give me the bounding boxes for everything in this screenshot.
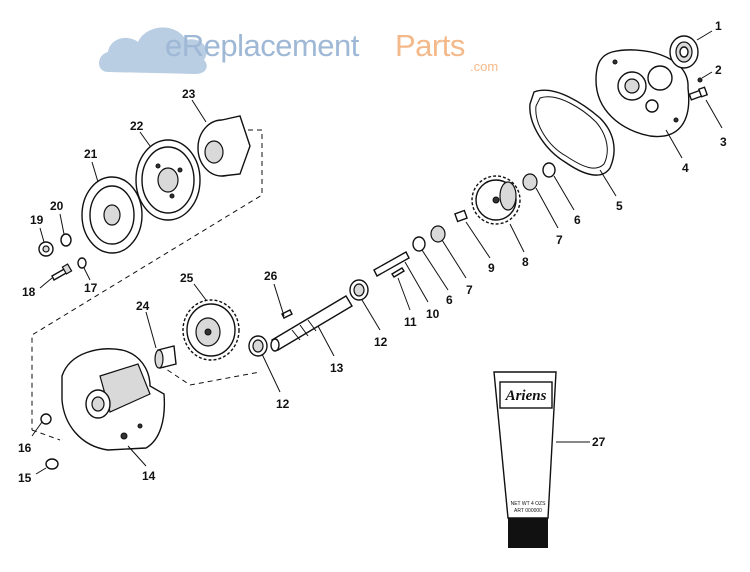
- callout-10: 10: [426, 307, 440, 321]
- callout-5: 5: [616, 199, 623, 213]
- callout-12-lower: 12: [276, 397, 290, 411]
- callout-15: 15: [18, 471, 32, 485]
- part-24-bushing: [154, 345, 177, 369]
- callout-23: 23: [182, 87, 196, 101]
- part-18-bolt: [51, 263, 73, 281]
- part-7-bushing-lower: [430, 225, 446, 243]
- watermark-brand-1: eReplacement: [165, 28, 360, 63]
- part-4-cover: [595, 49, 690, 138]
- callout-7-upper: 7: [556, 233, 563, 247]
- part-3-fitting: [688, 86, 709, 101]
- part-19-nut: [38, 241, 54, 257]
- part-22-pulley: [135, 139, 201, 221]
- part-10-pin: [373, 251, 410, 277]
- part-16-seal: [40, 413, 52, 425]
- callout-13: 13: [330, 361, 344, 375]
- callout-17: 17: [84, 281, 98, 295]
- watermark-suffix: .com: [470, 59, 498, 74]
- callout-16: 16: [18, 441, 32, 455]
- callout-4: 4: [682, 161, 689, 175]
- callout-25: 25: [180, 271, 194, 285]
- part-14-gear-case: [61, 348, 166, 451]
- callout-numbers: 1 2 3 4 5 6 7 8 9 6 7 10 11 12 13 12 14 …: [18, 19, 727, 485]
- callout-3: 3: [720, 135, 727, 149]
- leader-lines: [31, 30, 723, 475]
- callout-6-lower: 6: [446, 293, 453, 307]
- part-12-bearing-lower: [248, 335, 268, 357]
- part-11-key: [391, 267, 405, 278]
- callout-12-upper: 12: [374, 335, 388, 349]
- part-6-washer-lower: [412, 236, 426, 252]
- callout-7-lower: 7: [466, 283, 473, 297]
- callout-18: 18: [22, 285, 36, 299]
- callout-26: 26: [264, 269, 278, 283]
- watermark-logo: eReplacement Parts .com: [99, 27, 498, 74]
- part-27-grease-tube: Ariens NET WT 4 OZS ART 000000: [493, 371, 557, 548]
- part-23-hub: [197, 115, 251, 177]
- part-17-washer: [77, 257, 87, 269]
- callout-24: 24: [136, 299, 150, 313]
- callout-1: 1: [715, 19, 722, 33]
- callout-2: 2: [715, 63, 722, 77]
- part-21-pulley: [81, 176, 143, 254]
- part-7-bushing-upper: [522, 173, 538, 191]
- callout-27: 27: [592, 435, 606, 449]
- callout-22: 22: [130, 119, 144, 133]
- tube-fine-print-2: ART 000000: [514, 508, 542, 514]
- callout-19: 19: [30, 213, 44, 227]
- part-5-gasket: [529, 89, 615, 176]
- part-8-gear: [471, 175, 521, 225]
- tube-brand-label: Ariens: [505, 388, 547, 404]
- cloud-icon: [99, 27, 207, 74]
- part-15-washer: [45, 458, 59, 470]
- callout-14: 14: [142, 469, 156, 483]
- callout-6-upper: 6: [574, 213, 581, 227]
- tube-cap: [508, 518, 548, 548]
- callout-20: 20: [50, 199, 64, 213]
- part-12-bearing-upper: [349, 279, 369, 301]
- part-9-key: [454, 209, 468, 223]
- part-2-ball: [697, 77, 703, 83]
- part-6-washer-upper: [542, 162, 556, 178]
- callout-9: 9: [488, 261, 495, 275]
- part-26-key: [281, 309, 293, 319]
- callout-21: 21: [84, 147, 98, 161]
- watermark-brand-2: Parts: [395, 28, 465, 63]
- callout-8: 8: [522, 255, 529, 269]
- callout-11: 11: [404, 315, 417, 329]
- part-13-shaft: [270, 295, 353, 352]
- part-25-gear: [182, 299, 240, 361]
- tube-fine-print-1: NET WT 4 OZS: [511, 501, 546, 507]
- part-20-washer: [60, 233, 72, 247]
- part-1-bearing: [669, 35, 699, 69]
